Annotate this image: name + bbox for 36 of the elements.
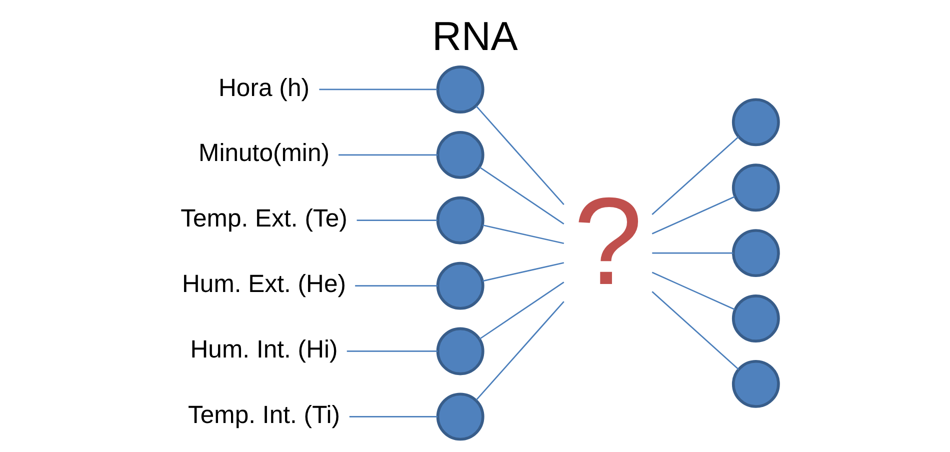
- node-circle: [732, 294, 780, 342]
- node-circle: [732, 164, 780, 212]
- node-circle: [436, 327, 484, 376]
- connector: [319, 88, 438, 90]
- connector: [482, 224, 564, 244]
- node-text: Temp. Int. (Ti): [188, 402, 340, 429]
- node-circle: [436, 392, 484, 441]
- connector: [479, 282, 564, 340]
- node-text: Temp. Ext. (Te): [180, 206, 348, 233]
- connector: [652, 196, 736, 234]
- connector: [652, 252, 734, 254]
- node-circle: [436, 66, 484, 114]
- node-text: ?: [574, 173, 643, 312]
- connector: [476, 301, 564, 401]
- connector: [479, 166, 564, 225]
- node-circle: [732, 98, 780, 146]
- connector: [652, 272, 736, 310]
- node-text: Hora (h): [218, 74, 310, 102]
- node-circle: [436, 130, 484, 179]
- connector: [355, 285, 438, 286]
- connector: [476, 106, 564, 206]
- node-circle: [732, 229, 780, 278]
- node-text: Hum. Int. (Hi): [190, 336, 338, 364]
- node-text: Minuto(min): [198, 140, 330, 168]
- connector: [346, 350, 438, 352]
- node-circle: [436, 262, 484, 310]
- connector: [338, 154, 438, 156]
- connector: [652, 136, 740, 216]
- connector: [652, 291, 740, 370]
- node-circle: [732, 360, 780, 408]
- connector: [356, 220, 438, 222]
- connector: [349, 416, 438, 418]
- node-circle: [436, 196, 484, 244]
- node-text: Hum. Ext. (He): [182, 271, 346, 298]
- connector: [482, 262, 564, 282]
- diagram-title: RNA: [432, 12, 518, 59]
